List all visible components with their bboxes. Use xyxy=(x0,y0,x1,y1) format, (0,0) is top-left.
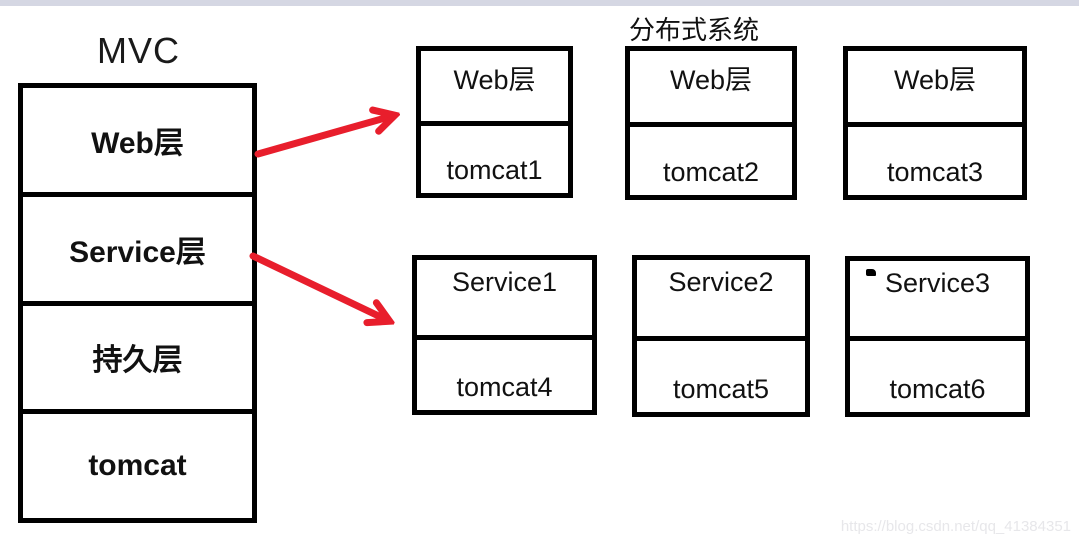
service-node-3: Service3 tomcat6 xyxy=(845,256,1030,417)
mvc-stack-box: Web层 Service层 持久层 tomcat xyxy=(18,83,257,523)
web-node-2-layer-label: Web层 xyxy=(630,51,792,128)
mvc-layer-persistence: 持久层 xyxy=(23,306,252,415)
arrow-web-to-distributed xyxy=(254,116,392,158)
web-node-2: Web层 tomcat2 xyxy=(625,46,797,200)
web-node-3-server-label: tomcat3 xyxy=(886,157,984,187)
service-node-2-server-label: tomcat5 xyxy=(672,374,770,404)
web-node-1-layer-label: Web层 xyxy=(421,51,568,127)
service-node-3-layer-label: Service3 xyxy=(850,261,1025,342)
web-node-3-layer-label: Web层 xyxy=(848,51,1022,128)
web-node-2-server-label: tomcat2 xyxy=(662,157,760,187)
service-node-1-layer-label: Service1 xyxy=(417,260,592,340)
web-node-1: Web层 tomcat1 xyxy=(416,46,573,198)
web-node-3: Web层 tomcat3 xyxy=(843,46,1027,200)
service-node-1: Service1 tomcat4 xyxy=(412,255,597,415)
distributed-system-title: 分布式系统 xyxy=(629,15,760,45)
watermark-text: https://blog.csdn.net/qq_41384351 xyxy=(840,518,1071,535)
arrow-service-to-distributed xyxy=(249,252,387,320)
service-node-2-layer-label: Service2 xyxy=(637,260,805,341)
service-node-3-server-label: tomcat6 xyxy=(889,374,986,404)
window-top-strip xyxy=(0,0,1079,6)
service-node-2: Service2 tomcat5 xyxy=(632,255,810,417)
mvc-layer-service: Service层 xyxy=(23,197,252,306)
mvc-layer-tomcat: tomcat xyxy=(88,449,187,483)
mvc-title: MVC xyxy=(97,30,180,71)
cursor-artifact xyxy=(866,269,876,276)
service-node-1-server-label: tomcat4 xyxy=(456,372,553,402)
web-node-1-server-label: tomcat1 xyxy=(446,155,543,185)
mvc-layer-web: Web层 xyxy=(23,88,252,197)
